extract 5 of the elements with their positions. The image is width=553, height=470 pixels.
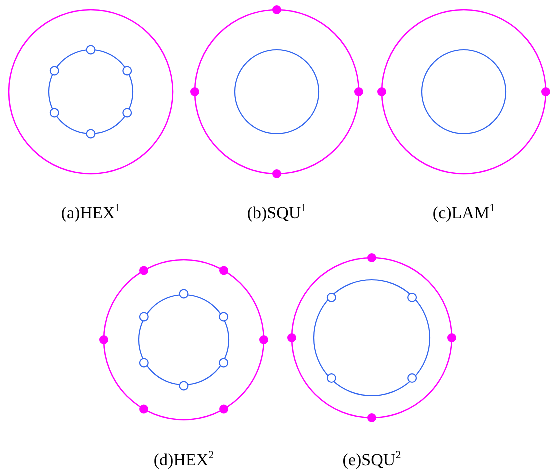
panel-caption: (d)HEX$^{2}$ [154,450,214,470]
panel-caption: (e)SQU$^{2}$ [342,450,402,470]
panel-caption: (c)LAM$^{1}$ [432,202,496,224]
panel-caption: (a)HEX$^{1}$ [61,202,121,224]
panel-caption: (b)SQU$^{1}$ [247,202,307,224]
